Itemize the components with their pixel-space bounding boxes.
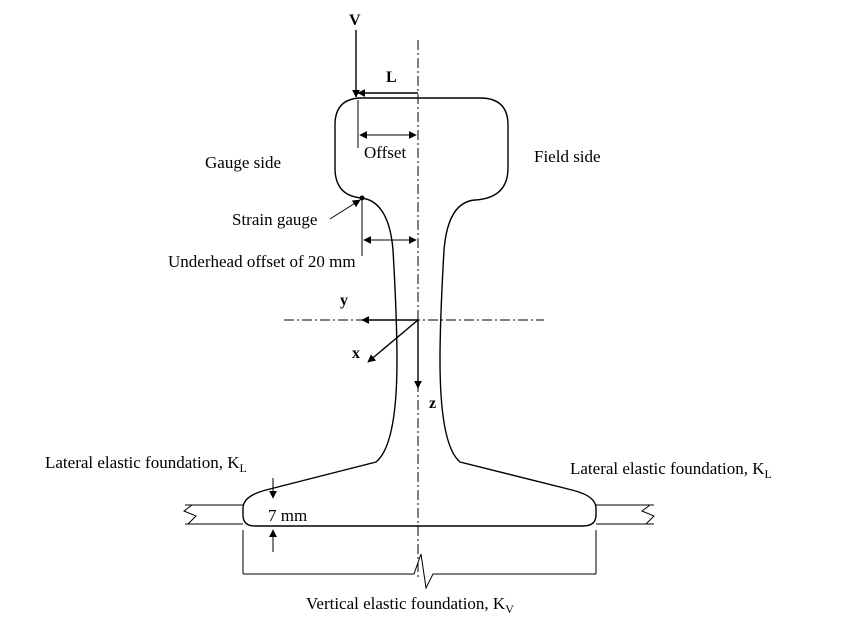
offset-label: Offset (364, 143, 406, 162)
strain-gauge-dot (359, 195, 365, 201)
vertical-foundation-bracket (242, 530, 597, 590)
strain-gauge-arrow (329, 199, 361, 220)
lateral-spring-left (183, 504, 243, 525)
rail-profile (242, 97, 597, 527)
axis-x-label: x (352, 345, 360, 362)
underhead-offset-label: Underhead offset of 20 mm (168, 252, 356, 271)
field-side-label: Field side (534, 147, 601, 166)
lateral-foundation-left-label: Lateral elastic foundation, KL (45, 453, 247, 475)
force-v-label: V (349, 12, 361, 29)
axis-y-label: y (340, 292, 348, 309)
dimension-7mm-label: 7 mm (268, 506, 307, 525)
force-l-label: L (386, 69, 397, 86)
vertical-foundation-label: Vertical elastic foundation, KV (306, 594, 514, 616)
lateral-foundation-right-label: Lateral elastic foundation, KL (570, 459, 772, 481)
axis-z-label: z (429, 395, 436, 412)
lateral-spring-right (596, 504, 655, 525)
gauge-side-label: Gauge side (205, 153, 281, 172)
axis-x-arrow (367, 319, 419, 363)
strain-gauge-label: Strain gauge (232, 210, 317, 229)
